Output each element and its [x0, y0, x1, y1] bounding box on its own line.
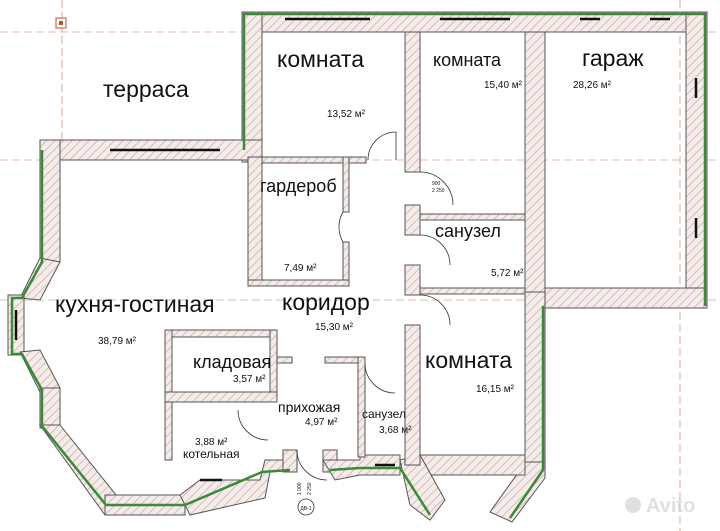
room-area-pantry: 3,57 м² [233, 374, 266, 385]
room-name-corridor: коридор [282, 289, 370, 315]
door-tag [297, 498, 315, 516]
watermark-logo: Avito [625, 495, 695, 517]
door-width: 900 [432, 181, 441, 187]
room-area-corridor: 15,30 м² [315, 322, 354, 333]
entry-door-width: 1 000 [297, 482, 303, 495]
room-name-bedroom-2: комната [433, 50, 502, 70]
room-area-bathroom-1: 5,72 м² [491, 268, 524, 279]
room-name-bathroom-2: санузел [362, 407, 406, 421]
room-area-bedroom-1: 13,52 м² [327, 109, 366, 120]
entry-door-height: 2 250 [307, 482, 313, 495]
entry-door-tag: ДВ-1 [300, 506, 311, 512]
room-name-hallway: прихожая [278, 399, 340, 415]
room-area-boiler: 3,88 м² [195, 437, 228, 448]
svg-text:Avito: Avito [646, 495, 695, 517]
doors [237, 131, 454, 516]
room-name-garage: гараж [582, 45, 644, 71]
room-name-terrace: терраса [103, 76, 189, 102]
room-area-hallway: 4,97 м² [305, 417, 338, 428]
room-area-garage: 28,26 м² [573, 80, 612, 91]
room-name-wardrobe: гардероб [260, 176, 337, 196]
room-name-pantry: кладовая [193, 352, 271, 372]
origin-marker [55, 17, 67, 29]
windows [14, 17, 698, 482]
room-area-wardrobe: 7,49 м² [284, 263, 317, 274]
insulation-lines [10, 12, 707, 519]
room-name-kitchen-living: кухня-гостиная [55, 291, 215, 317]
room-area-bedroom-2: 15,40 м² [484, 80, 523, 91]
room-name-bedroom-1: комната [277, 46, 364, 72]
room-name-bathroom-1: санузел [435, 221, 501, 241]
room-area-kitchen-living: 38,79 м² [98, 336, 137, 347]
room-name-bedroom-3: комната [425, 347, 512, 373]
room-area-bedroom-3: 16,15 м² [476, 384, 515, 395]
room-area-bathroom-2: 3,68 м² [379, 425, 412, 436]
door-height: 2 250 [432, 188, 445, 194]
room-name-boiler: котельная [183, 447, 239, 461]
